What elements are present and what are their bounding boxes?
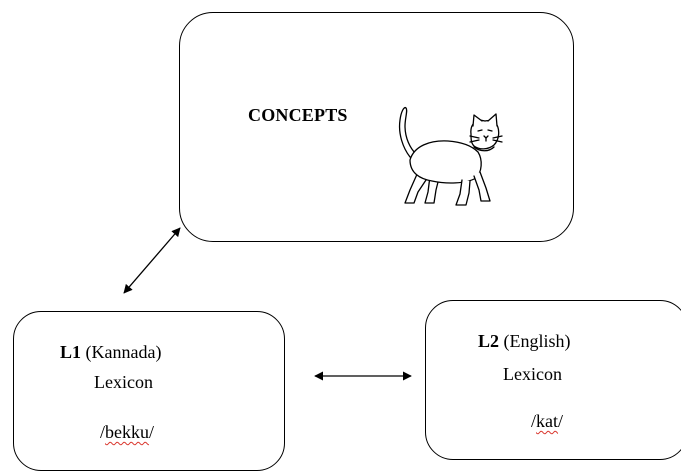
cat-icon (398, 106, 503, 206)
l2-word-text: kat (536, 411, 559, 431)
l2-lexicon-label: Lexicon (503, 364, 562, 384)
l2-code: L2 (478, 331, 500, 351)
l1-lexicon-box (13, 311, 285, 471)
l1-heading: L1 (Kannada) (60, 342, 161, 363)
l1-language: (Kannada) (85, 342, 162, 362)
l2-language: (English) (503, 331, 571, 351)
concepts-box (179, 12, 574, 242)
concepts-l1-arrow (123, 227, 181, 294)
l1-code: L1 (60, 342, 82, 362)
l2-word: /kat/ (531, 411, 564, 431)
l1-lexicon-label: Lexicon (94, 372, 153, 392)
l1-word-text: bekku (105, 422, 150, 442)
l2-heading: L2 (English) (478, 331, 571, 352)
concepts-label: CONCEPTS (248, 105, 348, 125)
l2-lexicon-box (425, 300, 681, 460)
l1-word: /bekku/ (100, 422, 155, 442)
